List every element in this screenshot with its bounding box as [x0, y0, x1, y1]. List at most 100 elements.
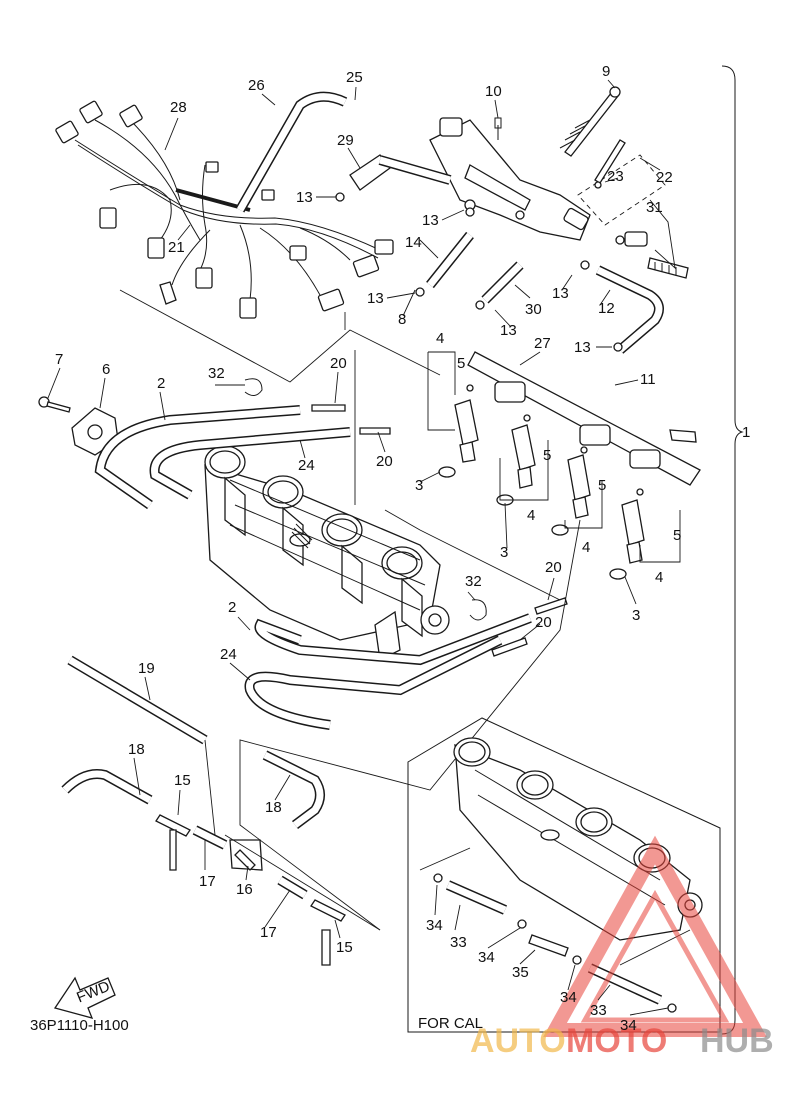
hose-30 — [481, 261, 524, 304]
hose-33 — [445, 880, 663, 1005]
leader-lines — [47, 79, 676, 1016]
callout: 1 — [742, 424, 750, 441]
inset-frame — [407, 717, 721, 1033]
callout: 33 — [590, 1002, 607, 1019]
callout: 4 — [655, 569, 663, 586]
clips-13 — [335, 192, 623, 352]
screw-7 — [38, 396, 71, 413]
callout: 18 — [128, 741, 145, 758]
callout: 13 — [500, 322, 517, 339]
callout: 18 — [265, 799, 282, 816]
callout: 23 — [607, 168, 624, 185]
callout: 24 — [220, 646, 237, 663]
callout: 2 — [228, 599, 236, 616]
callout: 20 — [376, 453, 393, 470]
callout: 32 — [208, 365, 225, 382]
fuel-rail-top-assembly — [429, 86, 689, 279]
hose-2-lower — [254, 613, 532, 666]
hose-18-left — [61, 769, 153, 805]
hose-24-lower — [244, 635, 503, 730]
watermark-text: AUTO MOTO HUB — [470, 1022, 774, 1060]
callout: 28 — [170, 99, 187, 116]
callout: 20 — [535, 614, 552, 631]
bolts-20 — [311, 404, 568, 657]
svg-text:MOTO: MOTO — [566, 1022, 667, 1060]
clips-34 — [433, 873, 677, 1013]
callout: 26 — [248, 77, 265, 94]
callout: 17 — [199, 873, 216, 890]
valve-16 — [229, 839, 263, 871]
callout: 25 — [346, 69, 363, 86]
callout: 34 — [620, 1017, 637, 1034]
hose-18-right — [262, 750, 325, 829]
callout: 34 — [478, 949, 495, 966]
callout: 34 — [426, 917, 443, 934]
callout: 5 — [598, 477, 606, 494]
part-code: 36P1110-H100 — [30, 1017, 129, 1034]
callout: 15 — [174, 772, 191, 789]
callout: 22 — [656, 169, 673, 186]
callout: 13 — [552, 285, 569, 302]
callout-labels: 1 2 2 3 3 3 3 4 4 4 4 5 5 5 5 6 7 8 9 10… — [55, 63, 750, 1034]
hose-2-upper — [94, 405, 301, 510]
callout: 12 — [598, 300, 615, 317]
callout: 5 — [673, 527, 681, 544]
callout: 15 — [336, 939, 353, 956]
callout: 32 — [465, 573, 482, 590]
watermark-logo — [543, 835, 767, 1037]
pipe-35 — [528, 934, 569, 957]
injectors-4 — [454, 399, 645, 564]
callout: 14 — [405, 234, 422, 251]
callout: 30 — [525, 301, 542, 318]
callout: 3 — [415, 477, 423, 494]
callout: 20 — [330, 355, 347, 372]
fuel-rail-27 — [467, 351, 701, 486]
callout: 5 — [457, 355, 465, 372]
callout: 27 — [534, 335, 551, 352]
joint-15 — [155, 814, 346, 966]
hose-14 — [426, 231, 474, 289]
callout: 17 — [260, 924, 277, 941]
callout: 31 — [646, 199, 663, 216]
seals-3-5 — [438, 384, 644, 580]
callout: 13 — [296, 189, 313, 206]
callout: 10 — [485, 83, 502, 100]
callout: 20 — [545, 559, 562, 576]
callout: 13 — [422, 212, 439, 229]
svg-text:AUTO: AUTO — [470, 1022, 566, 1060]
hose-12 — [595, 265, 664, 354]
callout: 9 — [602, 63, 610, 80]
callout: 3 — [500, 544, 508, 561]
callout: 3 — [632, 607, 640, 624]
callout: 4 — [436, 330, 444, 347]
inset-label: FOR CAL — [418, 1015, 483, 1032]
callout: 7 — [55, 351, 63, 368]
callout: 35 — [512, 964, 529, 981]
callout: 4 — [527, 507, 535, 524]
callout: 2 — [157, 375, 165, 392]
watermark-triangle-icon — [543, 835, 767, 1037]
callout: 24 — [298, 457, 315, 474]
callout: 13 — [367, 290, 384, 307]
bolt-9 — [564, 91, 619, 157]
callout: 34 — [560, 989, 577, 1006]
callout: 33 — [450, 934, 467, 951]
svg-text:HUB: HUB — [700, 1022, 774, 1060]
hose-24-upper — [149, 427, 351, 500]
callout: 29 — [337, 132, 354, 149]
hose-19 — [67, 655, 208, 745]
callout: 19 — [138, 660, 155, 677]
callout: 6 — [102, 361, 110, 378]
fwd-arrow-icon — [53, 976, 116, 1019]
wire-harness — [55, 100, 394, 319]
callout: 11 — [640, 371, 656, 388]
clip-32 — [244, 378, 487, 621]
hose-29 — [349, 154, 452, 191]
callout: 13 — [574, 339, 591, 356]
hose-17 — [192, 825, 308, 900]
callout: 16 — [236, 881, 253, 898]
callout: 4 — [582, 539, 590, 556]
assembly-bracket — [721, 65, 744, 1035]
callout: 5 — [543, 447, 551, 464]
